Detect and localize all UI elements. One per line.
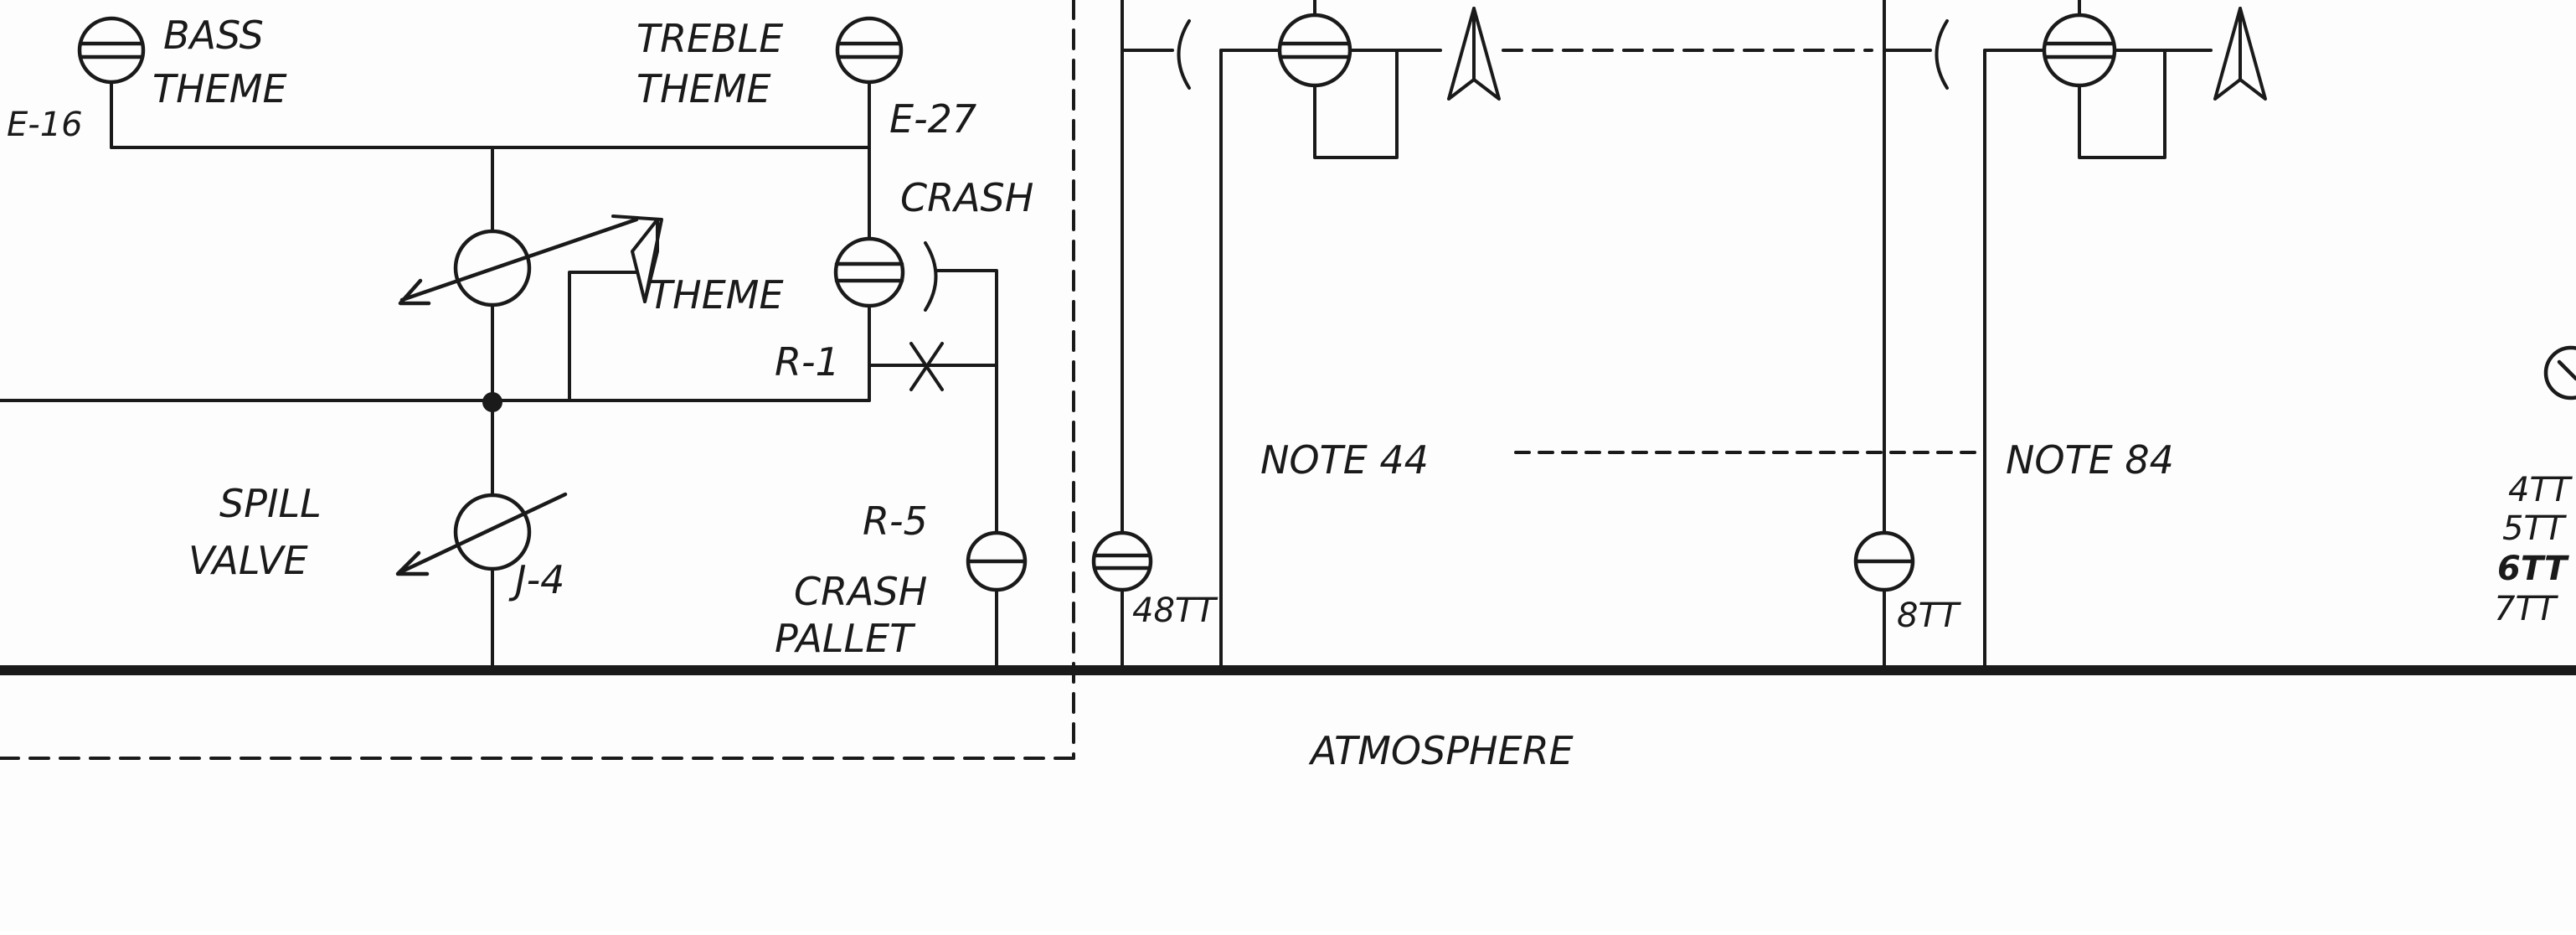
wire-note84-box bbox=[2078, 49, 2166, 159]
label-tt-list-4: 7TT bbox=[2494, 590, 2559, 628]
junction-dot bbox=[482, 392, 502, 412]
label-theme: THEME bbox=[649, 272, 784, 318]
valve-48tt bbox=[1091, 530, 1153, 592]
label-bass-code: E-16 bbox=[7, 106, 83, 144]
label-crash-pallet-2: PALLET bbox=[775, 616, 916, 661]
x-mark-icon bbox=[909, 342, 944, 391]
label-crash: CRASH bbox=[900, 175, 1033, 220]
label-atmosphere: ATMOSPHERE bbox=[1308, 728, 1574, 773]
valve-edge-partial bbox=[2543, 345, 2576, 400]
valve-crash-pallet bbox=[966, 530, 1028, 592]
valve-treble-theme bbox=[835, 16, 904, 85]
label-tt-list-1: 4TT bbox=[2508, 471, 2573, 509]
label-bass-theme: THEME bbox=[152, 66, 287, 111]
label-tt-list-3: 6TT bbox=[2497, 550, 2569, 588]
label-treble: TREBLE bbox=[636, 16, 783, 61]
bracket-crash bbox=[924, 241, 938, 312]
label-8tt: 8TT bbox=[1897, 597, 1962, 635]
wire-theme-loop bbox=[568, 271, 647, 402]
label-spill: SPILL bbox=[219, 481, 322, 526]
label-tt-list-2: 5TT bbox=[2502, 509, 2568, 548]
valve-bass-theme bbox=[77, 16, 146, 85]
label-r5: R-5 bbox=[863, 498, 928, 544]
label-note44: NOTE 44 bbox=[1260, 437, 1429, 483]
label-48tt: 48TT bbox=[1132, 591, 1218, 630]
label-treble-code: E-27 bbox=[889, 96, 976, 142]
valve-r1-crash bbox=[833, 236, 905, 308]
bracket-left-8 bbox=[1935, 19, 1949, 90]
valve-8tt bbox=[1853, 530, 1915, 592]
valve-theme-adjust bbox=[398, 217, 639, 307]
label-crash-pallet-1: CRASH bbox=[794, 569, 927, 614]
label-note84: NOTE 84 bbox=[2006, 437, 2174, 483]
label-valve: VALVE bbox=[188, 538, 308, 583]
valve-note44 bbox=[1277, 13, 1352, 88]
label-treble-theme: THEME bbox=[636, 66, 771, 111]
wire-crash-bracket bbox=[936, 269, 998, 534]
label-bass: BASS bbox=[163, 13, 264, 58]
wire-note44-box bbox=[1313, 49, 1399, 159]
label-j4: J-4 bbox=[508, 557, 564, 602]
valve-spill bbox=[395, 492, 568, 576]
valve-note84 bbox=[2042, 13, 2117, 88]
bracket-left-48 bbox=[1177, 19, 1191, 90]
label-r1: R-1 bbox=[775, 339, 840, 385]
